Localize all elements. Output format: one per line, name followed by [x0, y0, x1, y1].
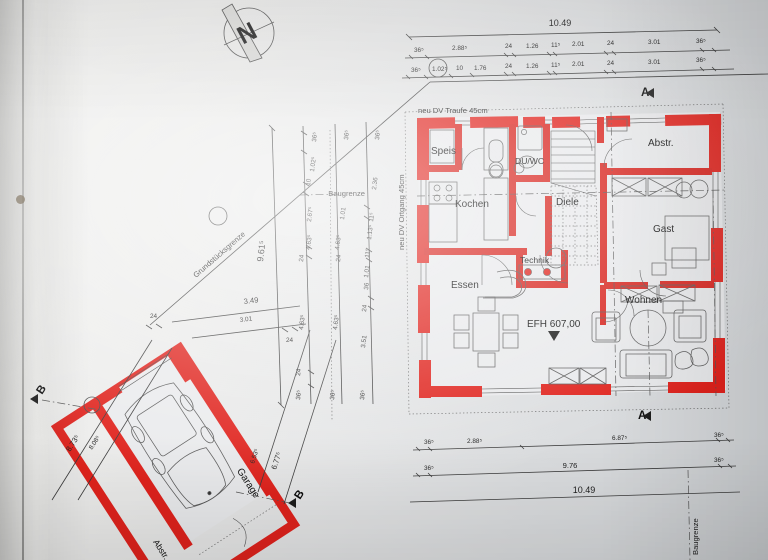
dim-bottom-chain: 36⁵ 2.88⁵ 6.87⁵ 36⁵: [424, 432, 724, 446]
dim-top-total: 10.49: [549, 18, 572, 28]
dim-garage-long-inner: 8.08⁵: [88, 434, 102, 451]
room-label-technik: Technik: [520, 255, 550, 265]
svg-text:36⁵: 36⁵: [329, 389, 337, 400]
svg-text:36⁵: 36⁵: [696, 38, 706, 45]
room-label-diele: Diele: [556, 197, 579, 208]
svg-text:36⁵: 36⁵: [374, 129, 382, 140]
dim-garage-short-outer: 6.77⁵: [269, 451, 283, 471]
svg-text:24: 24: [335, 254, 343, 262]
top-dimension-block: 10.49 36⁵ 2.88⁵ 24 1.26 11⁵ 2.01 24 3.01…: [401, 18, 735, 80]
svg-text:3.01: 3.01: [648, 59, 661, 66]
svg-text:1.02⁵: 1.02⁵: [432, 66, 447, 73]
dim-left-total: 9.61⁵: [255, 240, 268, 263]
vertical-dimension-block: 9.61⁵ 36⁵ 1.02⁵ 10 2.67⁵ 24 4.63⁵ 24 36⁵: [255, 121, 382, 409]
svg-text:36⁵: 36⁵: [295, 389, 303, 400]
house-floor-plan: Speis Kochen DU/WC Diele Abstr. Gast Tec…: [397, 106, 727, 398]
svg-text:24: 24: [607, 60, 615, 67]
dim-bottom-mid: 9.76: [563, 461, 578, 470]
svg-text:1.01: 1.01: [339, 207, 348, 221]
svg-text:36⁵: 36⁵: [424, 439, 434, 446]
bottom-dimension-block: 36⁵ 2.88⁵ 6.87⁵ 36⁵ 9.76 36⁵ 36⁵ 10.49: [409, 432, 741, 503]
label-traufe: neu DV Traufe 45cm: [418, 106, 488, 115]
svg-text:10: 10: [456, 65, 464, 72]
svg-text:36⁵: 36⁵: [414, 47, 424, 54]
room-label-abstr: Abstr.: [648, 138, 674, 149]
compass-rose: N: [221, 3, 275, 63]
svg-text:36⁵: 36⁵: [411, 67, 421, 74]
svg-text:6.87⁵: 6.87⁵: [612, 435, 627, 442]
svg-text:2.01: 2.01: [572, 41, 585, 48]
room-label-kochen: Kochen: [455, 199, 489, 210]
svg-text:1.02⁵: 1.02⁵: [309, 156, 318, 172]
svg-text:24: 24: [298, 254, 306, 262]
svg-text:11⁵: 11⁵: [368, 212, 376, 222]
room-label-speis: Speis: [431, 146, 456, 157]
dim-bottom-total: 10.49: [573, 485, 596, 495]
svg-text:2.88⁵: 2.88⁵: [452, 45, 467, 52]
svg-text:36⁵: 36⁵: [714, 432, 724, 439]
dim-right-chain: 36⁵ 2.36 11⁵ 1.13⁵ 11⁵ 1.01 24 3.51 36⁵: [359, 129, 382, 400]
svg-text:1.26: 1.26: [526, 43, 539, 50]
elevation-label: EFH 607,00: [527, 319, 581, 330]
room-label-duwc: DU/WC: [515, 156, 544, 166]
svg-text:1.13⁵: 1.13⁵: [366, 224, 375, 240]
dim-garage-wall-a: 24: [150, 313, 158, 320]
svg-text:1.01: 1.01: [363, 265, 372, 279]
svg-text:24: 24: [361, 304, 369, 312]
svg-text:2.67⁵: 2.67⁵: [306, 206, 315, 222]
svg-text:B: B: [34, 383, 49, 397]
svg-text:24: 24: [607, 40, 615, 47]
svg-text:2.88⁵: 2.88⁵: [467, 438, 482, 445]
garage-plan: Garage Abstr. 8.73⁵ 8.08⁵ B B: [30, 234, 371, 560]
dim-garage-wall-b: 24: [286, 337, 294, 344]
room-label-wohnen: Wohnen: [625, 295, 662, 306]
dim-plot-right-b: 4.63⁵: [305, 234, 314, 250]
svg-text:36⁵: 36⁵: [311, 131, 319, 142]
svg-text:3.01: 3.01: [648, 39, 661, 46]
svg-text:2.36: 2.36: [371, 177, 380, 191]
label-baugrenze-right: Baugrenze: [691, 518, 700, 555]
dim-top-chain-lower: 36⁵ 1.02⁵ 10 1.76 24 1.26 11⁵ 2.01 24 3.…: [411, 57, 706, 74]
dim-mid-chain: 36⁵ 1.01 24 4.63⁵ 36⁵: [329, 129, 351, 400]
dim-plot-right-c: 36: [363, 282, 371, 290]
label-baugrenze-left: Baugrenze: [328, 189, 365, 198]
svg-text:36⁵: 36⁵: [359, 389, 367, 400]
svg-text:11⁵: 11⁵: [551, 62, 561, 69]
room-label-essen: Essen: [451, 280, 479, 291]
label-grundstuecksgrenze: Grundstücksgrenze: [191, 230, 247, 280]
svg-text:11⁵: 11⁵: [551, 42, 561, 49]
svg-text:36⁵: 36⁵: [696, 57, 706, 64]
svg-text:24: 24: [505, 63, 513, 70]
garage-abstr-label: Abstr.: [151, 537, 171, 560]
dim-garage-width-outer: 3.49: [243, 295, 259, 306]
dim-garage-width-inner: 3.01: [239, 315, 253, 324]
svg-text:4.63⁵: 4.63⁵: [332, 314, 341, 330]
dim-bottom-left-offset: 36⁵: [424, 465, 434, 472]
room-label-gast: Gast: [653, 224, 674, 235]
label-ortgang: neu DV Ortgang 45cm: [397, 174, 406, 250]
dim-bottom-right-offset: 36⁵: [714, 457, 724, 464]
svg-text:1.76: 1.76: [474, 65, 487, 72]
svg-text:3.51: 3.51: [360, 335, 369, 349]
svg-text:36⁵: 36⁵: [343, 129, 351, 140]
svg-text:2.01: 2.01: [572, 61, 585, 68]
svg-text:24: 24: [505, 43, 513, 50]
svg-text:4.63⁵: 4.63⁵: [298, 314, 307, 330]
svg-text:10: 10: [305, 178, 313, 186]
svg-text:1.26: 1.26: [526, 63, 539, 70]
dim-plot-right-a: 4.63⁵: [334, 234, 343, 250]
